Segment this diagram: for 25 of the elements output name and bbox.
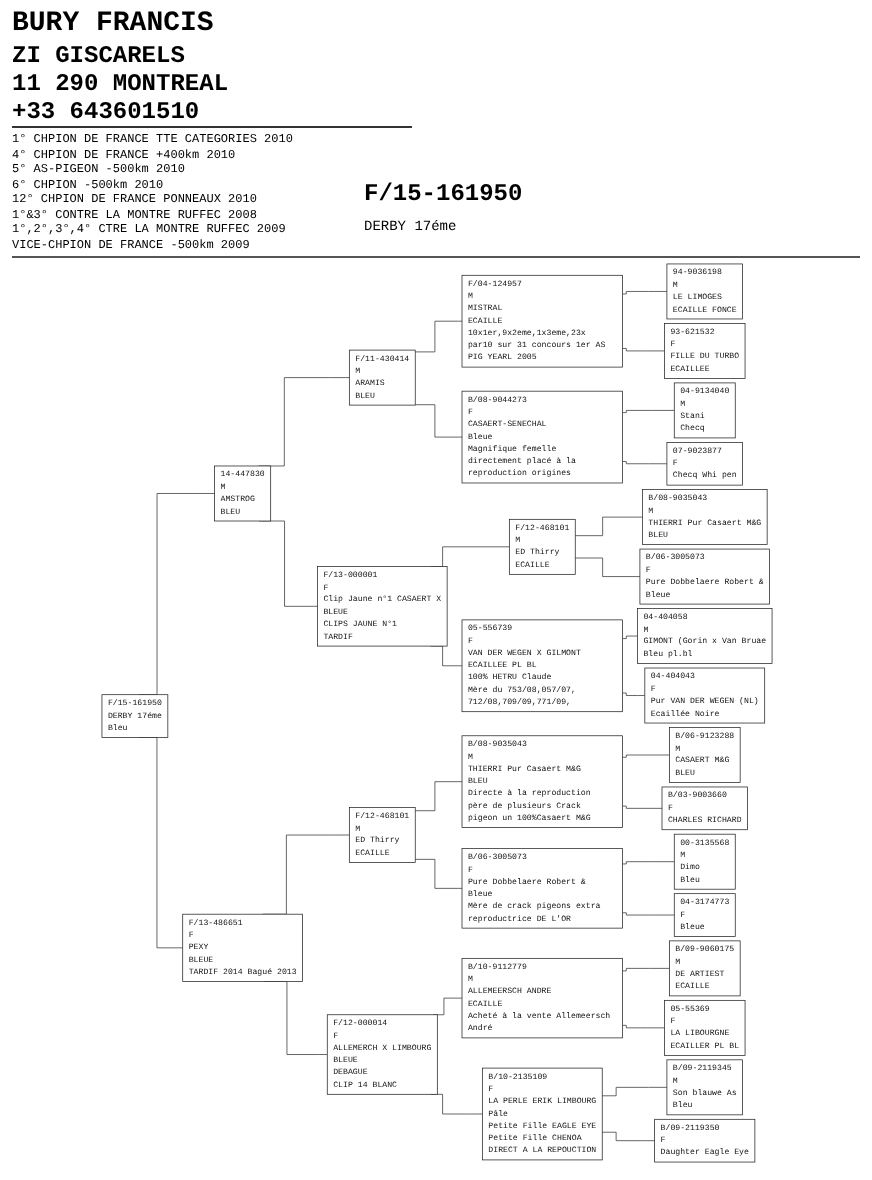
breeder-name: BURY FRANCIS [12, 8, 216, 42]
connector [621, 635, 637, 639]
connector [621, 410, 674, 414]
connector [600, 1086, 667, 1097]
connector [621, 968, 669, 972]
connector [621, 348, 664, 352]
connector [573, 557, 640, 577]
address-line: ZI GISCARELS [12, 42, 187, 70]
ring-number: F/15-161950 [364, 180, 523, 208]
connector [621, 861, 674, 865]
connector [413, 781, 462, 812]
connector [621, 291, 667, 295]
address-line: 11 290 MONTREAL [12, 70, 231, 98]
connector [621, 805, 662, 809]
connector [621, 461, 667, 465]
connector [621, 754, 669, 758]
phone-number: +33 643601510 [12, 98, 202, 126]
connector [621, 1024, 664, 1029]
connector [600, 1131, 654, 1142]
connector [573, 516, 642, 537]
connector [413, 858, 462, 889]
connector [621, 692, 645, 696]
connector [413, 404, 462, 438]
connector [413, 320, 462, 353]
connector [621, 912, 674, 916]
